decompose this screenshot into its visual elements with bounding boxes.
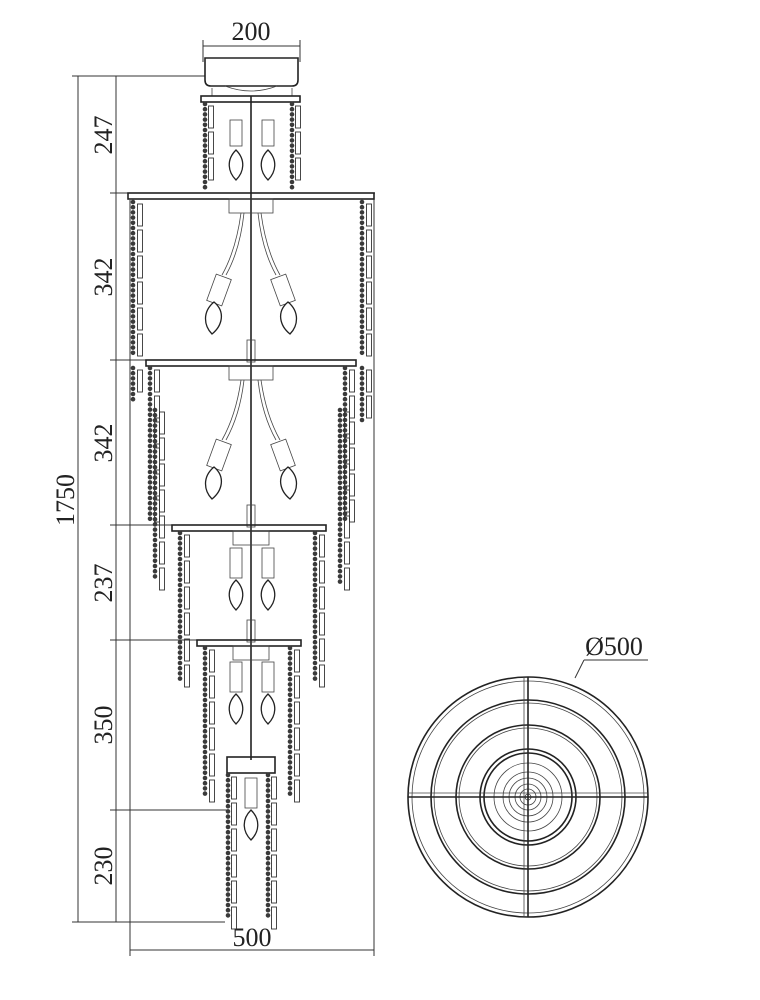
bulbs: [204, 149, 298, 841]
top-width-label: 200: [232, 17, 271, 46]
dimension-labels: 200 500 Ø500 1750 247 342 342 237 350 23…: [51, 17, 643, 952]
dimension-lines: [72, 40, 648, 956]
crystal-strands: [130, 101, 372, 930]
diameter-label: Ø500: [585, 632, 643, 661]
tier-height-label-2: 342: [89, 258, 118, 297]
tier-height-label-4: 237: [89, 564, 118, 603]
ceiling-canopy: [204, 57, 299, 96]
tier-height-label-3: 342: [89, 424, 118, 463]
bottom-width-label: 500: [233, 923, 272, 952]
chandelier-top-view: [407, 676, 649, 918]
tier-height-label-6: 230: [89, 847, 118, 886]
tier-height-label-1: 247: [89, 116, 118, 155]
chandelier-side-view: [127, 57, 375, 930]
total-height-label: 1750: [51, 474, 80, 526]
tier-height-label-5: 350: [89, 706, 118, 745]
